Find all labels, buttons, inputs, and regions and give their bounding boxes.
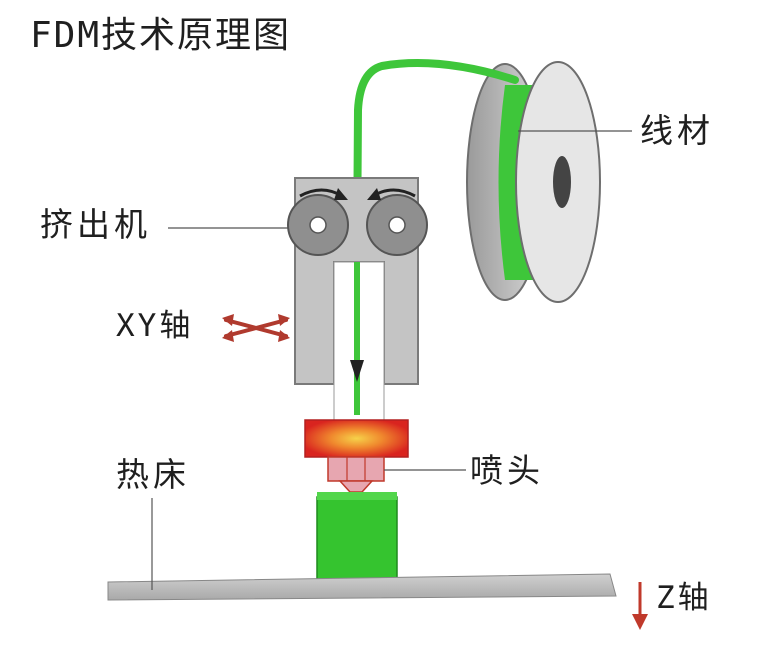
nozzle-body — [327, 456, 385, 482]
xy-axis-arrows-icon — [222, 314, 290, 342]
drive-roller-right-hub — [388, 216, 406, 234]
spool-hub-hole — [553, 156, 571, 208]
nozzle — [327, 456, 385, 493]
feed-arrow — [350, 360, 364, 382]
filament-spool — [466, 61, 601, 303]
printed-part — [316, 496, 398, 584]
printed-part-top — [317, 492, 397, 500]
filament-strand — [352, 59, 519, 404]
label-extruder: 挤出机 — [40, 205, 151, 244]
label-filament: 线材 — [640, 111, 714, 150]
extruder — [287, 177, 428, 423]
label-xy-axis: XY轴 — [116, 308, 194, 344]
rotation-arrowhead-left — [334, 188, 348, 200]
rotation-arrowhead-right — [367, 188, 381, 200]
drive-roller-left-hub — [309, 216, 327, 234]
z-axis-arrow-icon — [632, 582, 648, 630]
heated-bed — [107, 573, 617, 601]
label-heated-bed: 热床 — [116, 455, 190, 494]
heater-block — [304, 419, 409, 458]
label-z-axis: Z轴 — [656, 580, 712, 616]
nozzle-tip — [338, 480, 374, 493]
label-nozzle: 喷头 — [470, 451, 544, 490]
diagram-title: FDM技术原理图 — [30, 15, 292, 56]
